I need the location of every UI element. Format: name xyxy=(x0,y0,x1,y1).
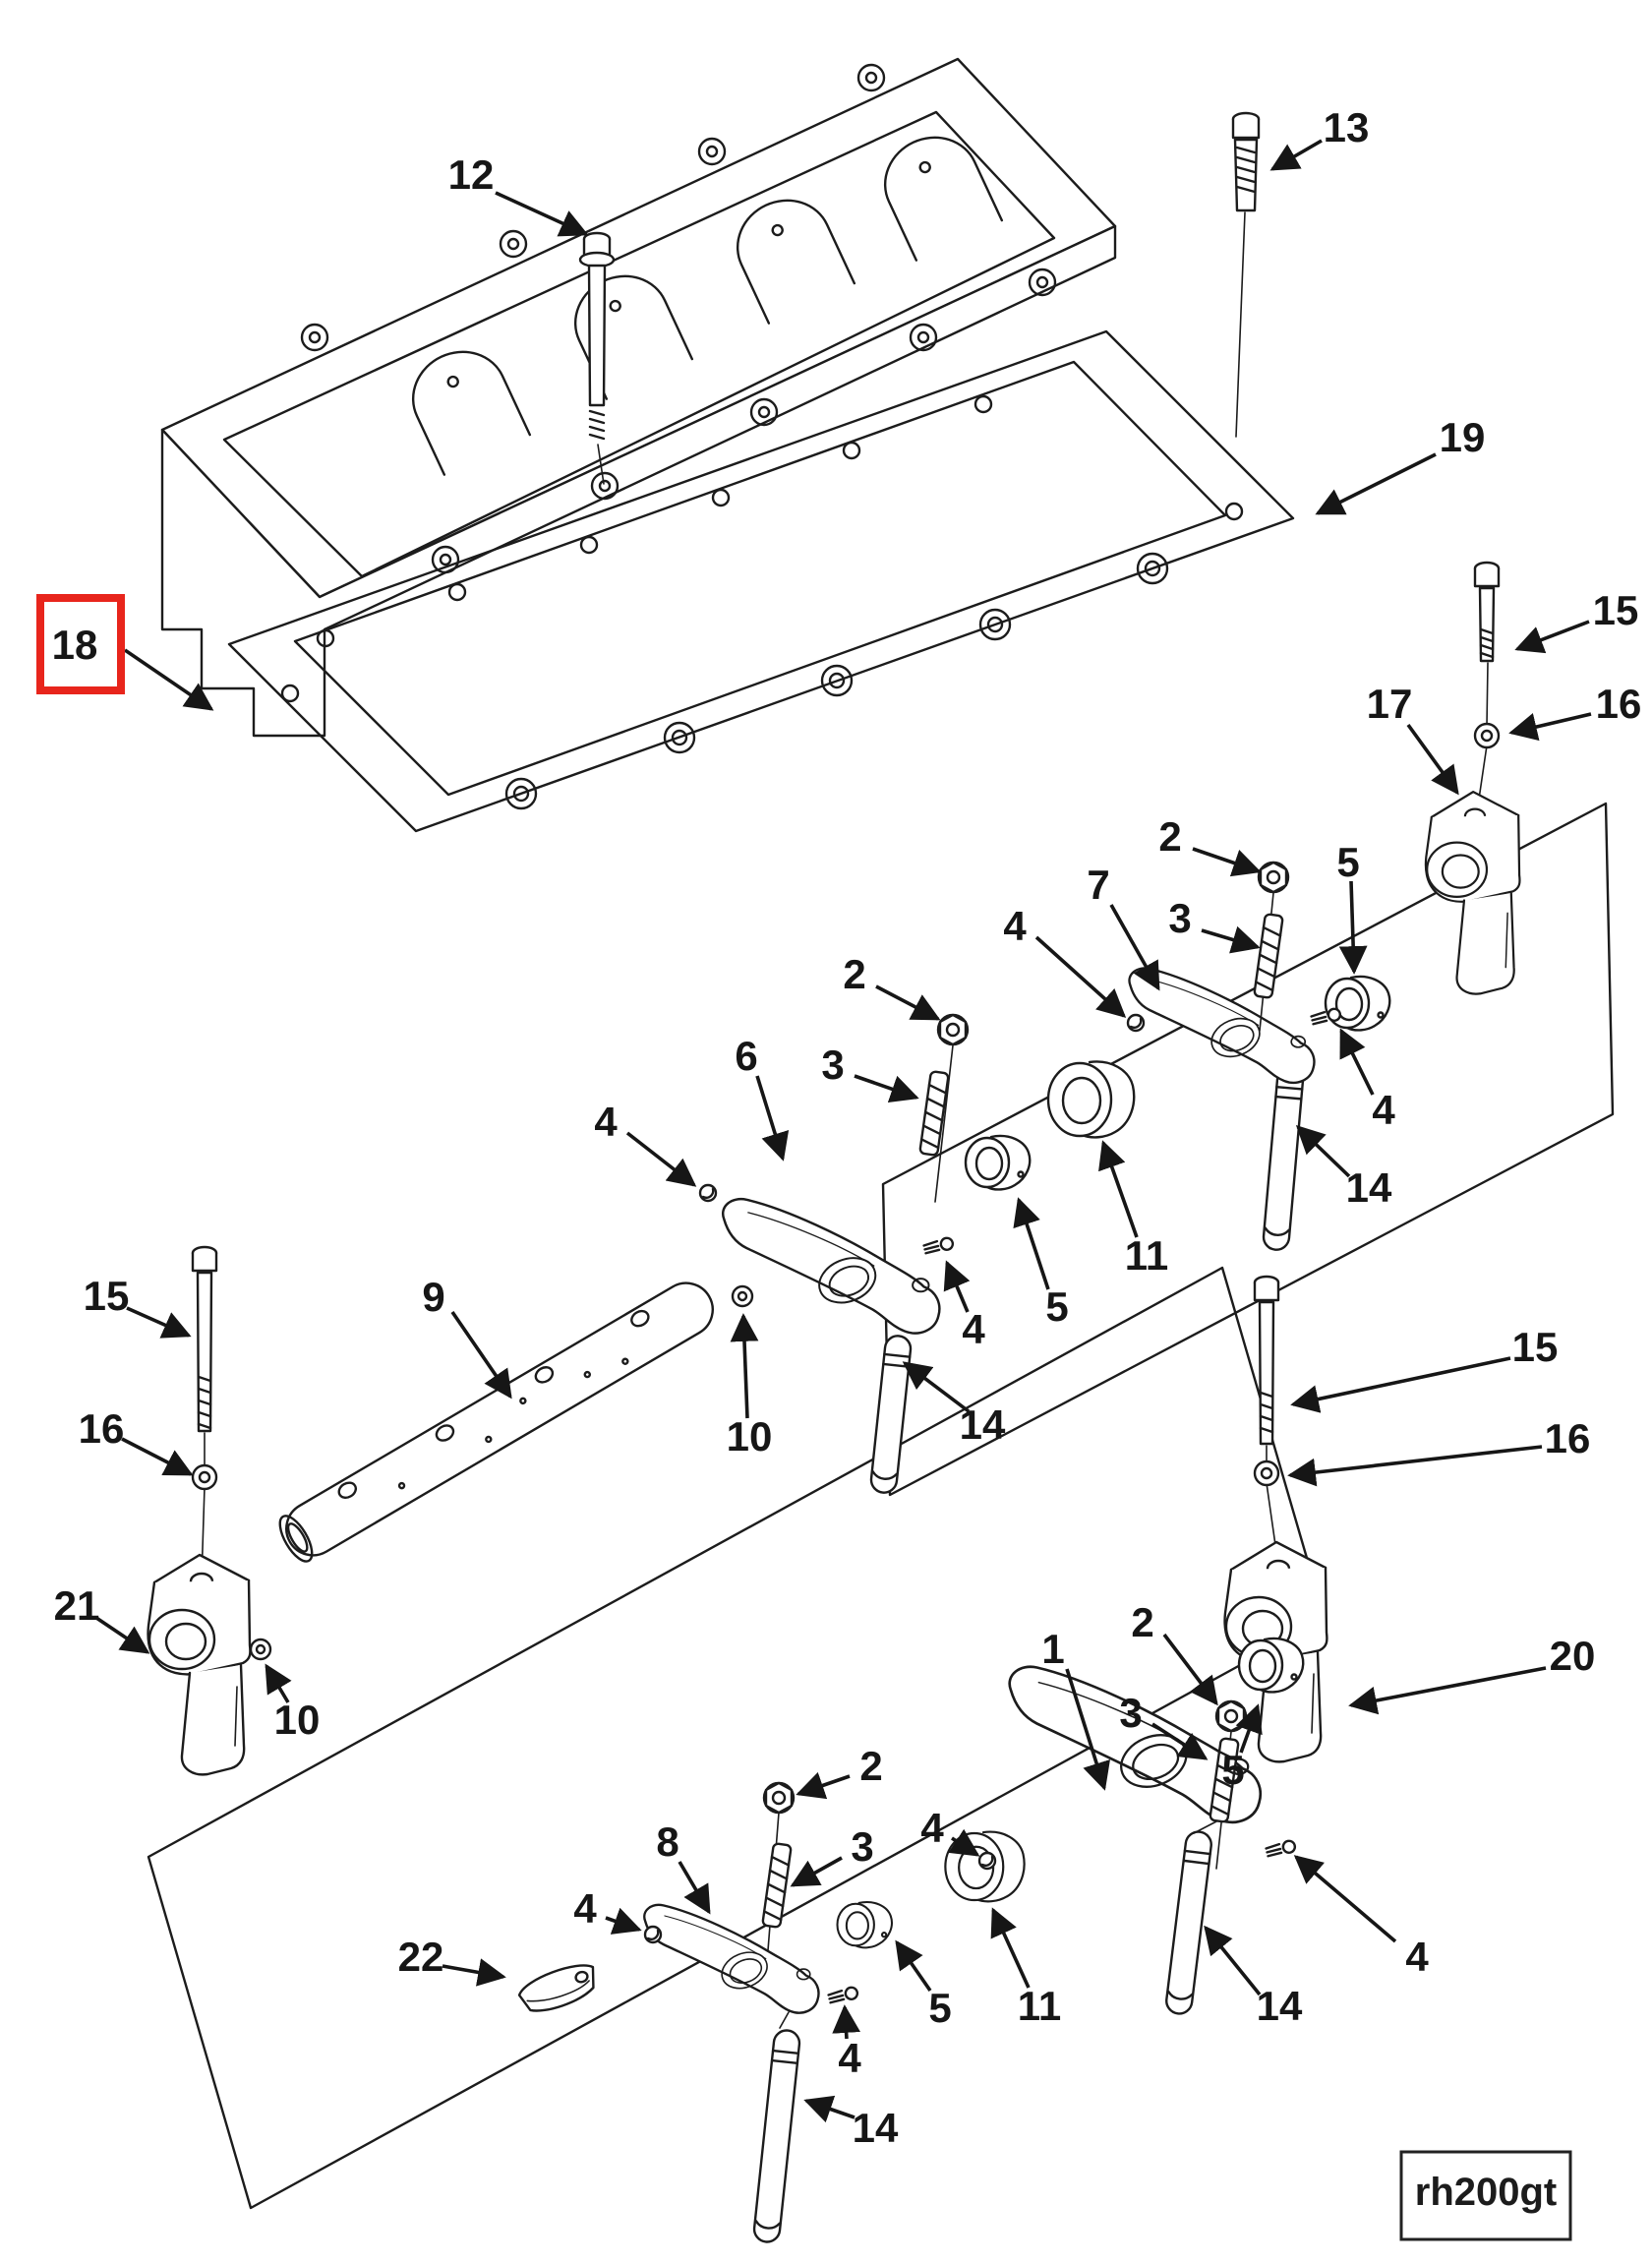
callout-6[interactable]: 6 xyxy=(735,1033,757,1079)
pedestal-21 xyxy=(147,1553,252,1776)
plug-nut-10-left xyxy=(249,1638,272,1661)
bushing-5-g8 xyxy=(836,1901,893,1949)
callout-21[interactable]: 21 xyxy=(54,1582,100,1629)
washer-16-left xyxy=(191,1463,218,1491)
screw-13 xyxy=(1231,111,1261,438)
callout-4-g6a[interactable]: 4 xyxy=(594,1099,618,1145)
spring-3-g8 xyxy=(761,1842,793,1929)
spring-3-g1 xyxy=(1209,1737,1240,1823)
bushing-5-g1 xyxy=(1237,1637,1305,1694)
callout-18-highlighted[interactable]: 18 xyxy=(52,622,98,668)
callout-11-g1[interactable]: 11 xyxy=(1018,1983,1061,2029)
callout-20[interactable]: 20 xyxy=(1550,1633,1596,1679)
retainer-ball-4-g8 xyxy=(643,1925,663,1944)
callout-arrows xyxy=(94,139,1592,2123)
cover-tower xyxy=(737,199,856,325)
bushing-5-g7 xyxy=(1324,975,1391,1032)
callout-15-a[interactable]: 15 xyxy=(1593,587,1639,633)
callout-1[interactable]: 1 xyxy=(1041,1626,1064,1672)
bolt-15-upper xyxy=(1473,561,1501,813)
spring-3-g7 xyxy=(1253,913,1284,999)
cover-bolt-holes xyxy=(300,63,1057,574)
callout-10-b[interactable]: 10 xyxy=(274,1697,321,1743)
bushing-11-g7 xyxy=(1046,1060,1136,1139)
bolt-15-right xyxy=(1253,1275,1280,1567)
adjusting-nut-2-g7 xyxy=(1257,861,1290,894)
spring-3-g6 xyxy=(918,1070,950,1157)
pin-4-g1 xyxy=(1265,1839,1297,1858)
callout-19[interactable]: 19 xyxy=(1440,414,1486,460)
push-tube-14-g8 xyxy=(752,2029,801,2243)
pin-4-g7 xyxy=(1310,1007,1342,1026)
callout-3-g1[interactable]: 3 xyxy=(1119,1690,1142,1736)
callout-11-g7[interactable]: 11 xyxy=(1125,1232,1168,1279)
pin-4-g8 xyxy=(827,1986,859,2004)
plug-nut-10-right xyxy=(731,1284,754,1308)
callout-4-g8b[interactable]: 4 xyxy=(838,2035,861,2081)
callout-16-b[interactable]: 16 xyxy=(79,1405,125,1452)
pin-4-g6 xyxy=(922,1236,955,1255)
callout-5-g1[interactable]: 5 xyxy=(1221,1747,1244,1793)
adjusting-nut-2-g1 xyxy=(1214,1699,1248,1733)
callout-4-g8a[interactable]: 4 xyxy=(573,1885,597,1932)
callout-10-a[interactable]: 10 xyxy=(727,1413,773,1460)
cover-tower xyxy=(412,350,532,476)
retainer-ball-4-g1 xyxy=(977,1851,997,1871)
callout-17[interactable]: 17 xyxy=(1367,681,1413,727)
pedestal-17 xyxy=(1424,791,1521,995)
gasket-drawing xyxy=(227,329,1295,833)
figure-code: rh200gt xyxy=(1415,2171,1558,2214)
callout-22[interactable]: 22 xyxy=(398,1934,444,1980)
callout-9[interactable]: 9 xyxy=(422,1274,444,1320)
rocker-arm-7 xyxy=(1128,967,1316,1085)
callout-2-g6[interactable]: 2 xyxy=(843,951,865,997)
callout-14-g7[interactable]: 14 xyxy=(1346,1164,1392,1211)
callout-3-g8[interactable]: 3 xyxy=(851,1823,873,1870)
callout-13[interactable]: 13 xyxy=(1324,104,1370,150)
callout-2-g1[interactable]: 2 xyxy=(1131,1599,1153,1645)
callout-14-g1[interactable]: 14 xyxy=(1257,1983,1303,2029)
callout-3-g7[interactable]: 3 xyxy=(1168,895,1191,941)
adjusting-nut-2-g6 xyxy=(936,1013,970,1046)
wear-pad-22 xyxy=(517,1964,595,2012)
callout-5-g6[interactable]: 5 xyxy=(1045,1283,1068,1330)
callout-4-g6b[interactable]: 4 xyxy=(962,1306,985,1352)
bushing-5-g6 xyxy=(964,1134,1032,1191)
callout-2-g8[interactable]: 2 xyxy=(859,1743,882,1789)
callout-2-g7[interactable]: 2 xyxy=(1158,813,1181,860)
push-tube-14-g1 xyxy=(1165,1830,1212,2015)
washer-16-upper xyxy=(1473,722,1501,749)
highlight-box-18 xyxy=(36,594,125,694)
callout-8[interactable]: 8 xyxy=(656,1818,678,1865)
callout-15-b[interactable]: 15 xyxy=(84,1273,130,1319)
rocker-shaft-9 xyxy=(278,1281,714,1563)
callout-4-g1a[interactable]: 4 xyxy=(920,1805,944,1851)
callout-16-c[interactable]: 16 xyxy=(1545,1415,1591,1461)
callout-4-g7b[interactable]: 4 xyxy=(1372,1087,1395,1133)
push-tube-14-g6 xyxy=(869,1335,913,1494)
adjusting-nut-2-g8 xyxy=(762,1781,796,1815)
callout-14-g6[interactable]: 14 xyxy=(960,1401,1006,1448)
bolt-15-left xyxy=(191,1245,218,1580)
callout-4-g7a[interactable]: 4 xyxy=(1003,903,1027,949)
figure-code-box: rh200gt xyxy=(1399,2150,1572,2241)
cover-tower xyxy=(884,136,1004,262)
washer-16-right xyxy=(1253,1460,1280,1487)
push-tube-14-g7 xyxy=(1262,1066,1305,1251)
callout-14-g8[interactable]: 14 xyxy=(853,2105,899,2151)
callout-3-g6[interactable]: 3 xyxy=(821,1042,844,1088)
callout-12[interactable]: 12 xyxy=(448,151,495,198)
rocker-arm-8 xyxy=(643,1903,820,2014)
callout-5-g8[interactable]: 5 xyxy=(928,1985,951,2031)
rocker-arm-6 xyxy=(721,1197,941,1335)
retainer-ball-4-g6 xyxy=(698,1183,718,1203)
retainer-ball-4-g7 xyxy=(1126,1013,1146,1033)
callout-7[interactable]: 7 xyxy=(1087,862,1109,908)
callout-5-g7[interactable]: 5 xyxy=(1336,839,1359,885)
callout-16-a[interactable]: 16 xyxy=(1596,681,1642,727)
callout-15-c[interactable]: 15 xyxy=(1512,1324,1559,1370)
mounting-bolt-12 xyxy=(578,231,616,485)
callout-4-g1b[interactable]: 4 xyxy=(1405,1934,1429,1980)
